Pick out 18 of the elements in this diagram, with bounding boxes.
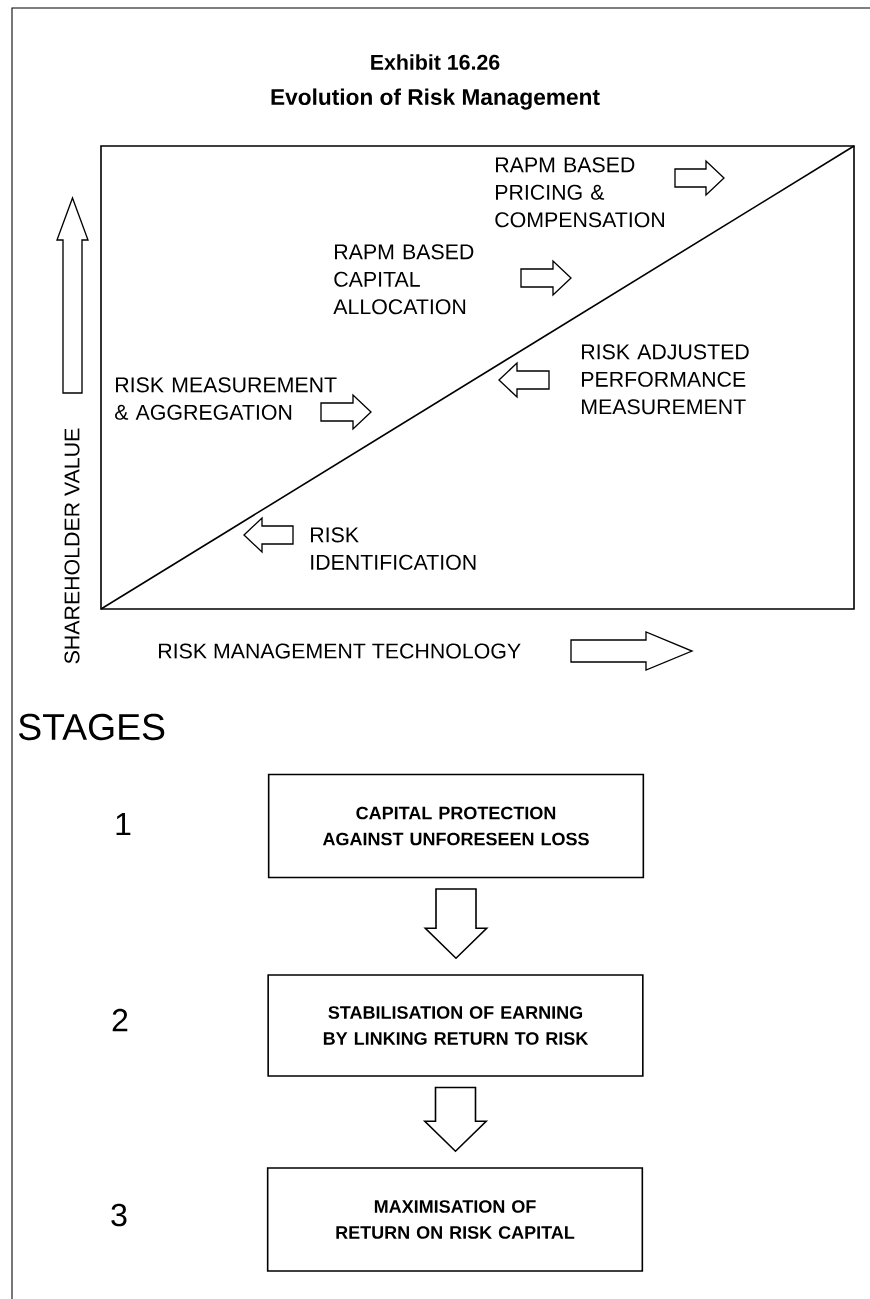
- section-heading: STAGES: [18, 713, 165, 741]
- stage-number: 3: [111, 1203, 127, 1227]
- stage-box: STABILISATION OF EARNING BY LINKING RETURN TO RISK: [267, 974, 644, 1077]
- stage-box: MAXIMISATION OF RETURN ON RISK CAPITAL: [266, 1167, 644, 1272]
- stage-number: 1: [116, 813, 131, 835]
- stage-box: CAPITAL PROTECTION AGAINST UNFORESEEN LOSS: [267, 773, 645, 879]
- exhibit-number: Exhibit 16.26: [371, 54, 500, 70]
- stage-number: 2: [112, 1008, 128, 1032]
- stage-label: RISK ADJUSTED PERFORMANCE MEASUREMENT: [582, 344, 749, 415]
- axis-label: RISK MANAGEMENT TECHNOLOGY: [159, 643, 521, 659]
- stage-label: RISK MEASUREMENT & AGGREGATION: [115, 377, 337, 420]
- block-arrow: [423, 888, 489, 960]
- block-arrow: [422, 1086, 489, 1153]
- stage-label: RAPM BASED CAPITAL ALLOCATION: [333, 244, 474, 315]
- stage-label: RISK IDENTIFICATION: [311, 527, 476, 570]
- title: Evolution of Risk Management: [271, 88, 600, 110]
- axis-label: SHAREHOLDER VALUE: [64, 428, 80, 664]
- stage-label: RAPM BASED PRICING & COMPENSATION: [495, 157, 664, 228]
